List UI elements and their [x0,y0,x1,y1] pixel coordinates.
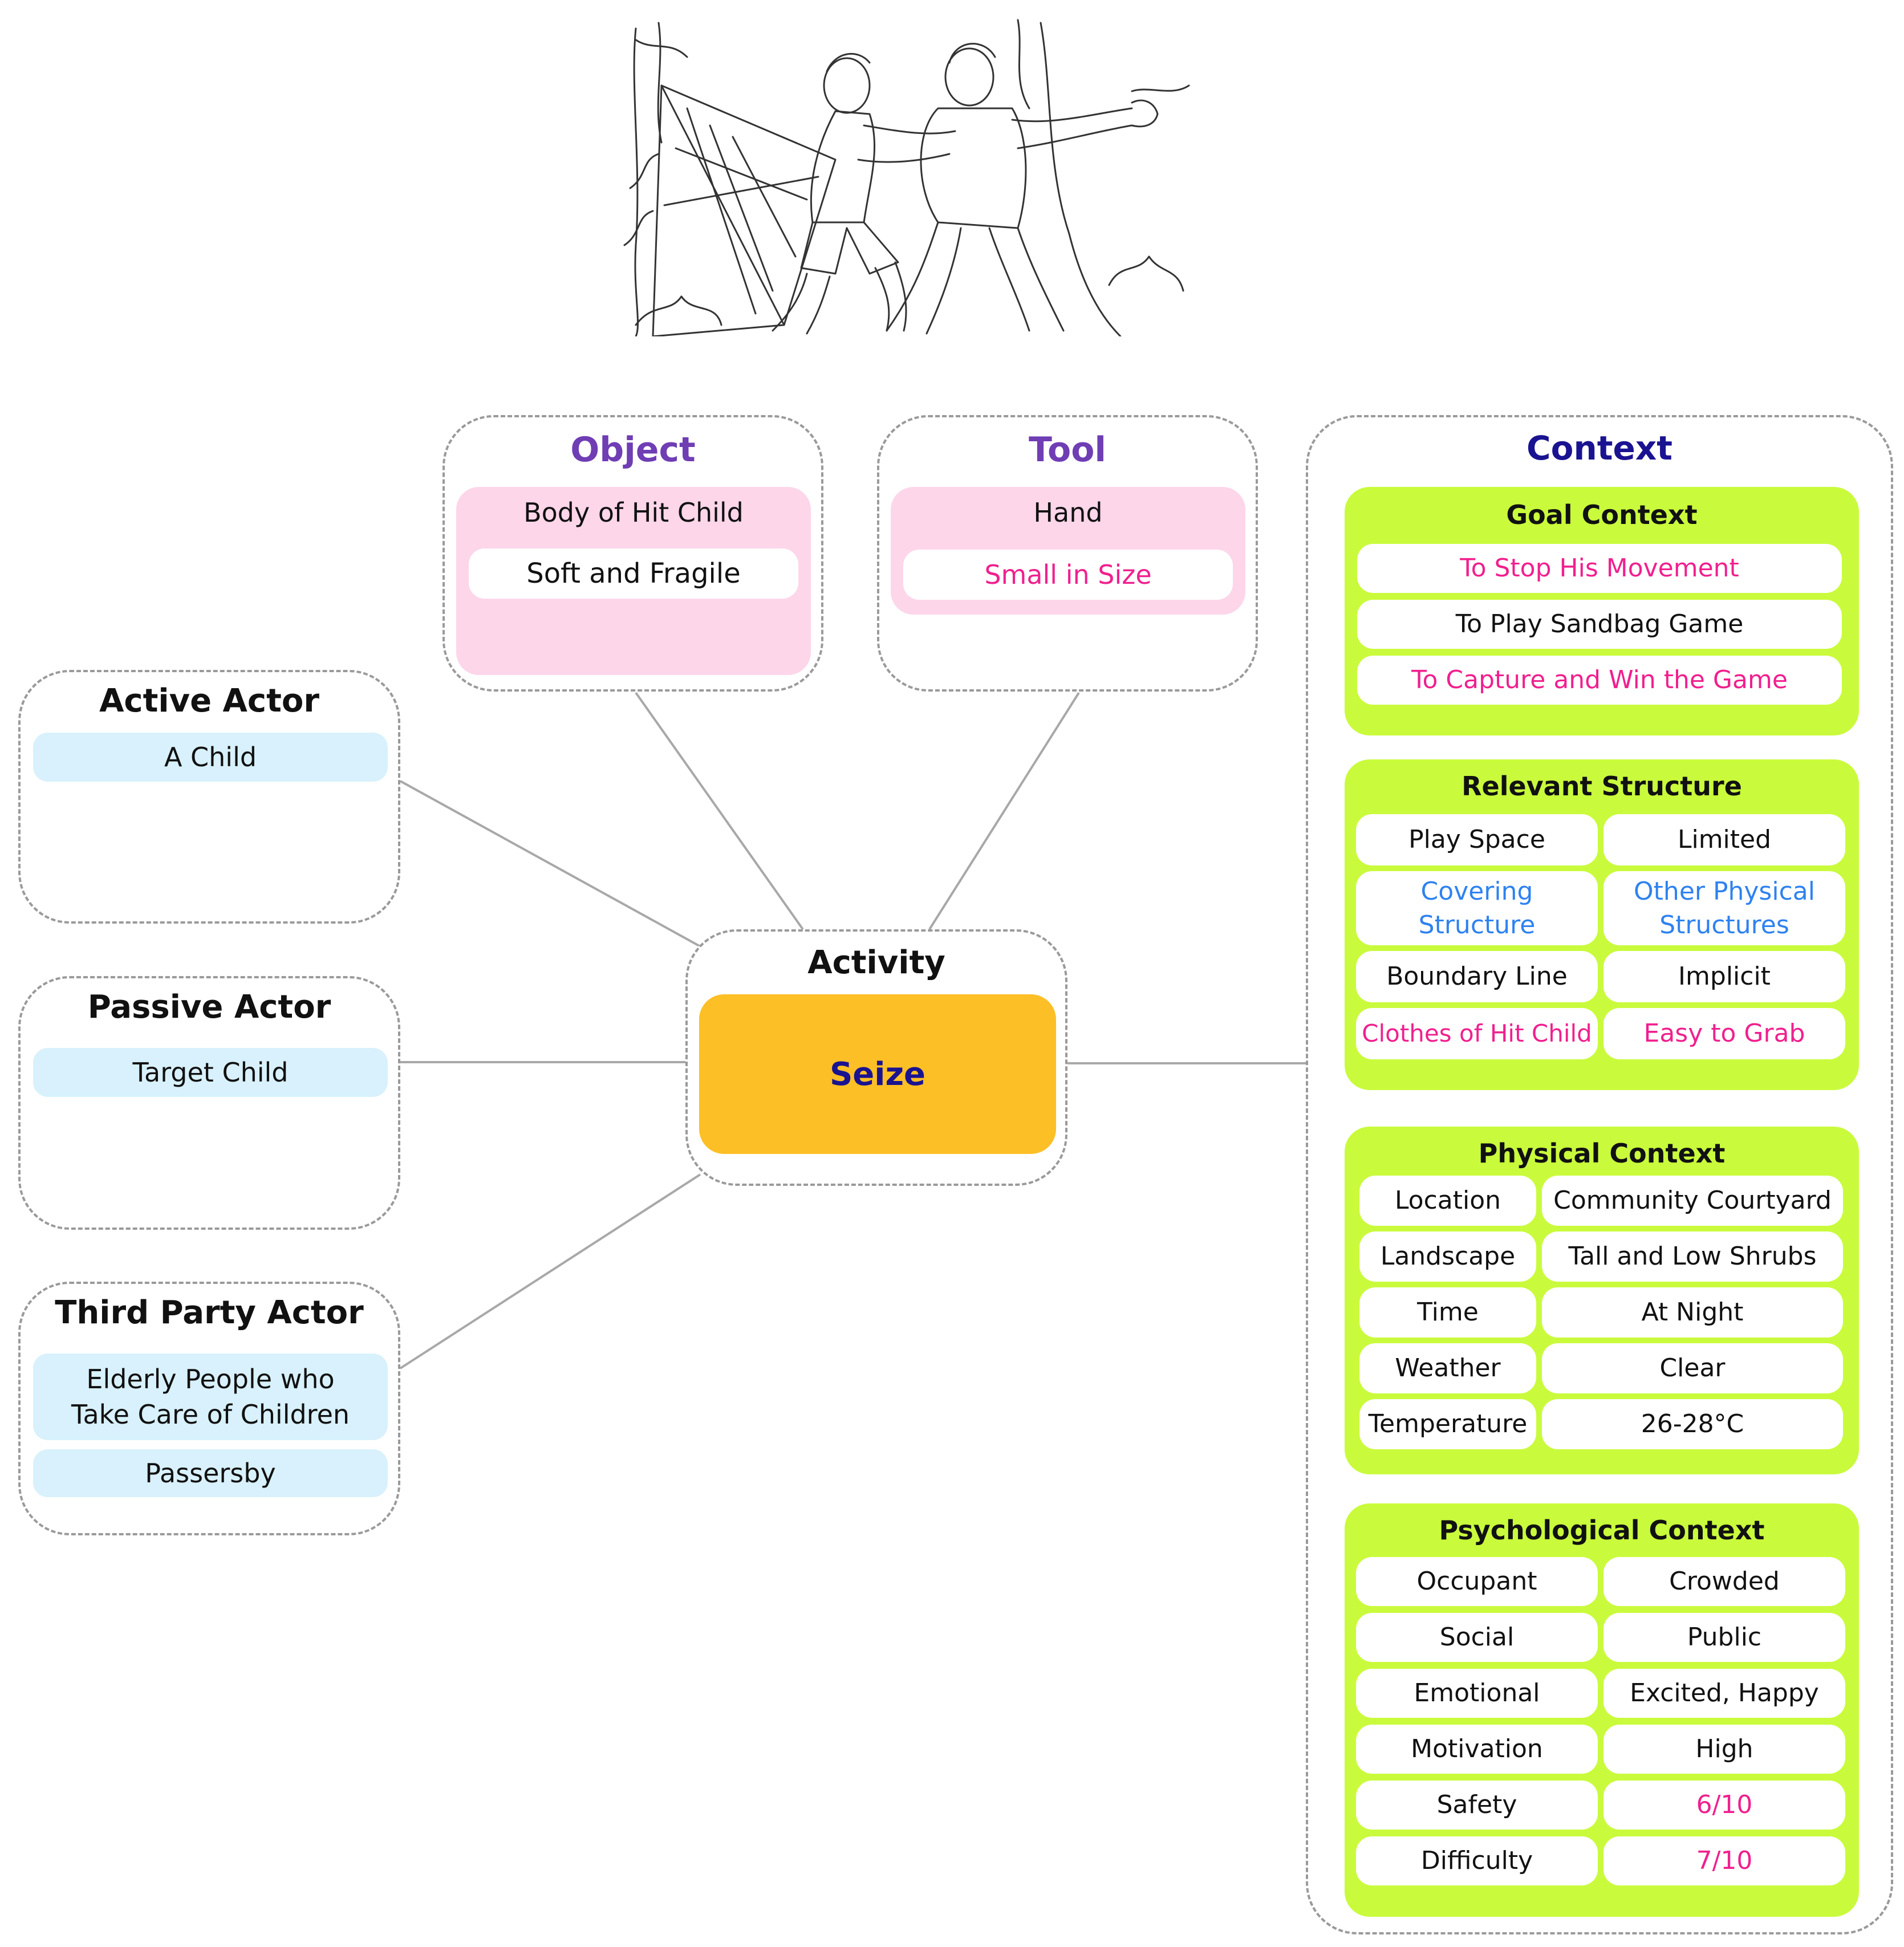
psychological-value-cell: Public [1603,1613,1845,1662]
active-actor-item: A Child [33,733,388,782]
two-children-sandbag-game-sketch-icon [623,19,1190,336]
object-item-secondary: Soft and Fragile [469,548,798,599]
structure-value-cell: Limited [1603,814,1845,865]
structure-key-cell: Play Space [1356,814,1598,865]
structure-key-cell: Clothes of Hit Child [1356,1008,1598,1059]
psychological-value-cell: 7/10 [1603,1836,1845,1885]
physical-value-cell: Tall and Low Shrubs [1542,1231,1843,1282]
third-party-actor-item: Passersby [33,1449,388,1497]
activity-value: Seize [699,994,1056,1154]
active-actor-panel: Active Actor A Child [18,670,400,924]
physical-key-cell: Location [1359,1176,1536,1226]
context-title: Context [1527,429,1672,468]
goal-item: To Play Sandbag Game [1357,600,1842,649]
tool-panel: Tool Hand Small in Size [877,415,1258,692]
active-actor-title: Active Actor [99,682,319,720]
relevant-structure-block: Relevant Structure Play Space Limited Co… [1345,759,1859,1090]
psychological-key-cell: Safety [1356,1781,1598,1830]
physical-key-cell: Weather [1359,1343,1536,1393]
structure-value-cell: Easy to Grab [1603,1008,1845,1059]
structure-key-cell: Covering Structure [1356,871,1598,945]
object-title: Object [570,430,696,470]
object-item-primary: Body of Hit Child [523,497,744,528]
physical-value-cell: At Night [1542,1287,1843,1338]
context-panel: Context Goal Context To Stop His Movemen… [1306,415,1893,1934]
psychological-key-cell: Motivation [1356,1725,1598,1774]
psychological-value-cell: High [1603,1725,1845,1774]
goal-item: To Stop His Movement [1357,544,1842,593]
physical-context-block: Physical Context Location Community Cour… [1345,1127,1859,1474]
tool-title: Tool [1029,430,1106,470]
psychological-value-cell: Crowded [1603,1557,1845,1606]
physical-value-cell: Clear [1542,1343,1843,1393]
goal-context-block: Goal Context To Stop His Movement To Pla… [1345,487,1859,735]
third-party-actor-panel: Third Party Actor Elderly People who Tak… [18,1282,400,1535]
psychological-value-cell: 6/10 [1603,1781,1845,1830]
passive-actor-title: Passive Actor [87,989,331,1026]
connector-third-party-activity [399,1173,701,1369]
psychological-key-cell: Difficulty [1356,1836,1598,1885]
structure-key-cell: Boundary Line [1356,951,1598,1002]
connector-active-actor-activity [400,780,701,948]
structure-value-cell: Implicit [1603,951,1845,1002]
psychological-key-cell: Occupant [1356,1557,1598,1606]
physical-value-cell: Community Courtyard [1542,1176,1843,1226]
tool-item-primary: Hand [1033,497,1103,528]
goal-context-title: Goal Context [1506,499,1698,530]
connector-object-activity [635,692,804,930]
psychological-key-cell: Social [1356,1613,1598,1662]
connector-tool-activity [928,692,1080,930]
physical-key-cell: Time [1359,1287,1536,1338]
relevant-structure-title: Relevant Structure [1462,771,1742,802]
physical-key-cell: Landscape [1359,1231,1536,1282]
passive-actor-item: Target Child [33,1048,388,1097]
psychological-value-cell: Excited, Happy [1603,1669,1845,1718]
tool-item-secondary: Small in Size [903,550,1233,600]
psychological-context-title: Psychological Context [1439,1515,1765,1546]
object-panel: Object Body of Hit Child Soft and Fragil… [442,415,823,692]
physical-value-cell: 26-28°C [1542,1399,1843,1449]
passive-actor-panel: Passive Actor Target Child [18,976,400,1230]
structure-value-cell: Other Physical Structures [1603,871,1845,945]
psychological-key-cell: Emotional [1356,1669,1598,1718]
third-party-actor-title: Third Party Actor [55,1294,364,1331]
third-party-actor-item: Elderly People who Take Care of Children [33,1353,388,1440]
goal-item: To Capture and Win the Game [1357,656,1842,705]
psychological-context-block: Psychological Context Occupant Crowded S… [1345,1503,1859,1917]
activity-title: Activity [807,944,945,981]
physical-context-title: Physical Context [1478,1138,1726,1169]
activity-panel: Activity Seize [685,929,1067,1186]
physical-key-cell: Temperature [1359,1399,1536,1449]
